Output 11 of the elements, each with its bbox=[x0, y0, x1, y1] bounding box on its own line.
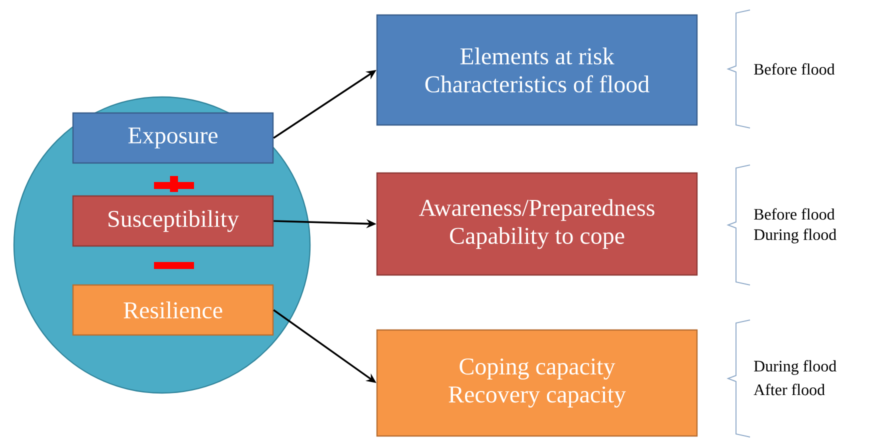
text-box: Awareness/Preparedness Capability to cope bbox=[376, 172, 698, 276]
text-box: Susceptibility bbox=[72, 195, 274, 247]
time-label: Before flood bbox=[754, 63, 835, 75]
text-box: Coping capacity Recovery capacity bbox=[376, 329, 698, 437]
text-box: Elements at risk Characteristics of flood bbox=[376, 14, 698, 126]
time-label: During flood bbox=[754, 228, 836, 244]
time-label: Before flood bbox=[754, 208, 835, 220]
text-box: Exposure bbox=[72, 112, 274, 164]
text-box: Resilience bbox=[72, 284, 274, 336]
time-label: After flood bbox=[754, 384, 825, 396]
time-label: During flood bbox=[754, 360, 836, 375]
